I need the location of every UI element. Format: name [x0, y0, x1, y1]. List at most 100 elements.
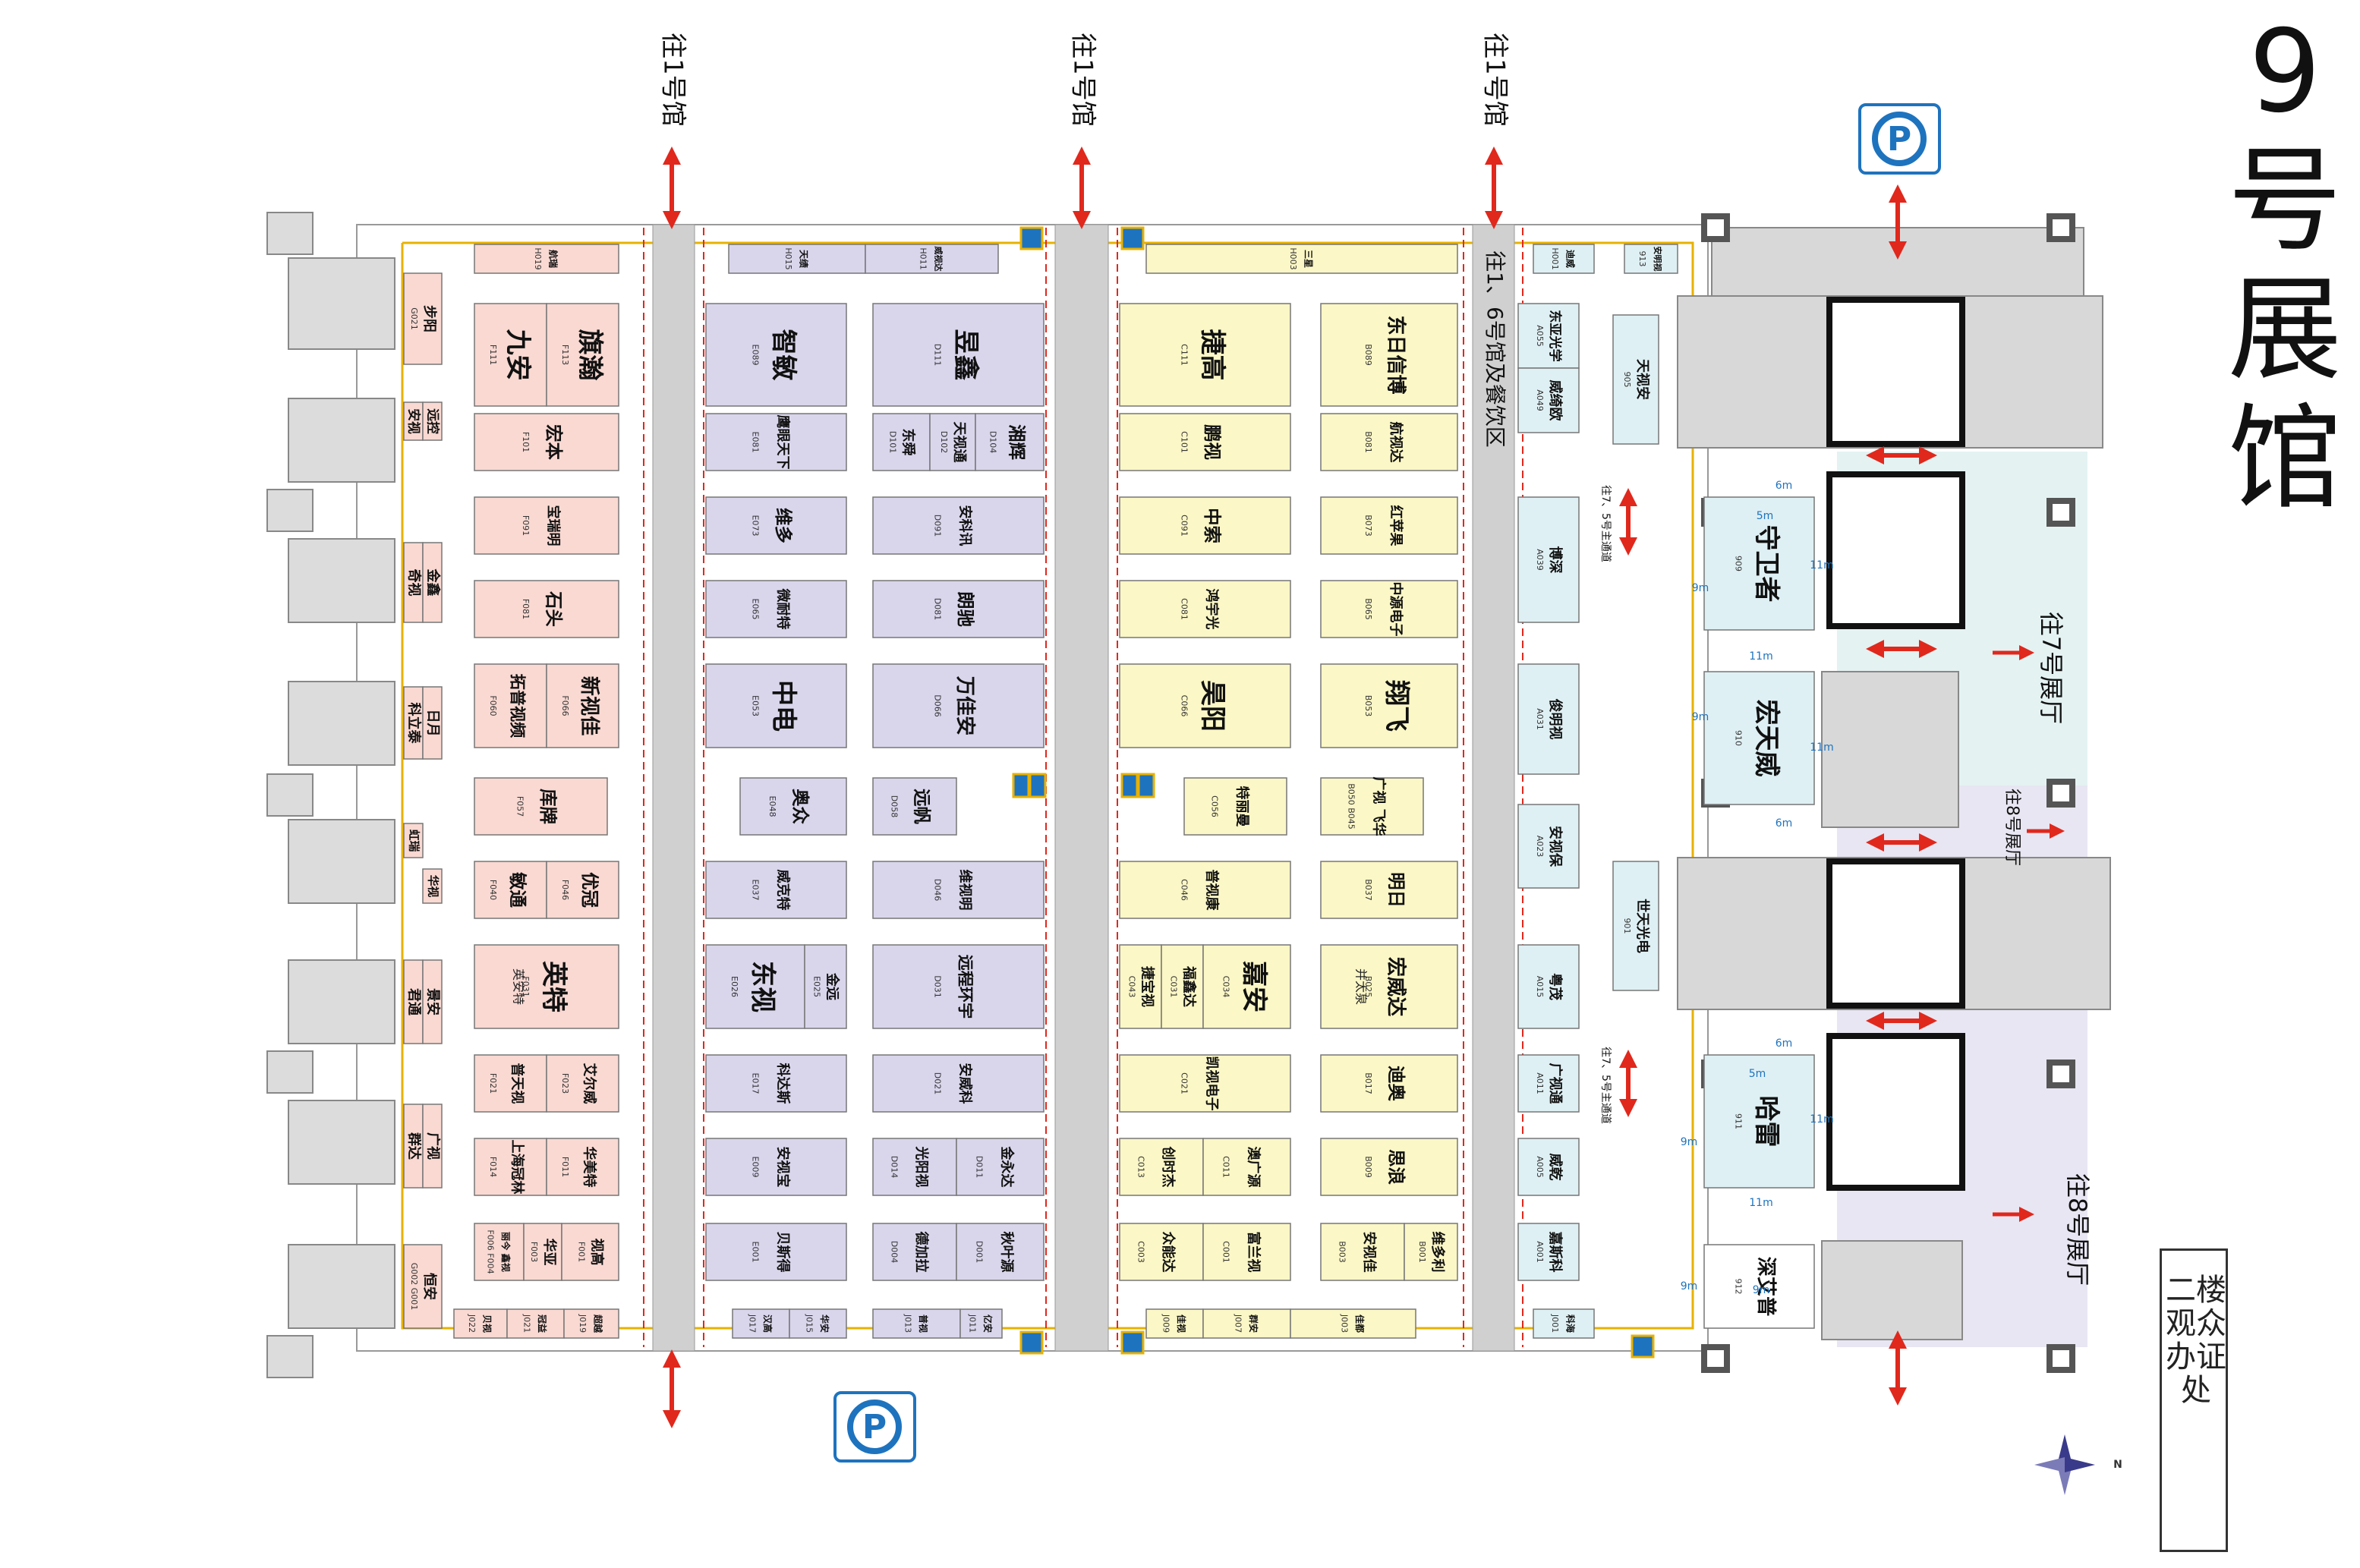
booth-G016[interactable]: 奇视	[403, 542, 424, 623]
booth-G004[interactable]: 群达	[403, 1104, 424, 1189]
booth-G018[interactable]: 远控	[422, 401, 443, 441]
booth-G006[interactable]: 景安	[422, 959, 443, 1044]
booth-G015[interactable]: 金鑫	[422, 542, 443, 623]
booth-G003[interactable]: 广视	[422, 1104, 443, 1189]
booth-G009[interactable]: 华视	[422, 868, 443, 904]
booth-G013[interactable]: 科立泰	[403, 686, 424, 760]
booth-G012[interactable]: 日月	[422, 686, 443, 760]
booth-G019[interactable]: 安视	[403, 401, 424, 441]
booth-G007[interactable]: 君通	[403, 959, 424, 1044]
